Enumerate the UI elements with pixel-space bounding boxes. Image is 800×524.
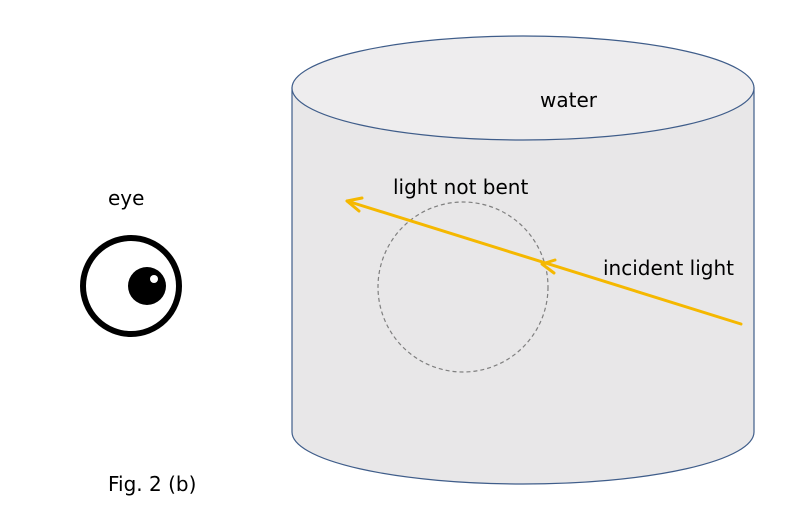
eye-label: eye: [108, 186, 145, 210]
incident-light-label: incident light: [603, 256, 734, 280]
dashed-circle: [377, 201, 549, 373]
light-ray: [345, 196, 743, 326]
arrowhead-icon: [540, 258, 557, 275]
figure-caption: Fig. 2 (b): [108, 472, 197, 496]
eye-highlight: [150, 275, 158, 283]
light-not-bent-label: light not bent: [393, 175, 529, 199]
container-top: [291, 35, 755, 141]
container-body: [291, 87, 755, 485]
water-container: [291, 35, 755, 485]
eye-icon: [80, 235, 182, 337]
arrowhead-icon: [345, 196, 364, 213]
water-label: water: [540, 88, 597, 112]
eye-pupil: [128, 267, 166, 305]
